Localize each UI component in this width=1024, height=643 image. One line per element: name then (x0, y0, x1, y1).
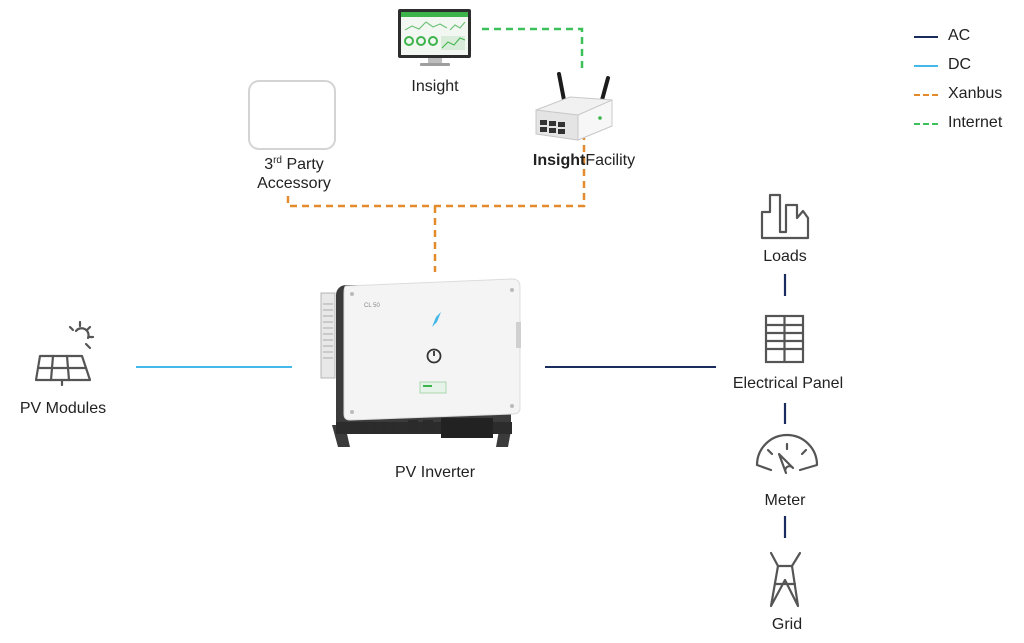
third-party-label: 3rd Party Accessory (257, 155, 331, 193)
meter-label: Meter (764, 492, 806, 509)
legend-item-ac: AC (914, 27, 1024, 49)
inverter-icon: CL 50 (320, 278, 521, 447)
legend-swatch-internet (914, 123, 938, 125)
third-party-label-line1: Party (282, 156, 324, 173)
inverter-model-text: CL 50 (364, 303, 380, 309)
xanbus-link-line (286, 138, 586, 272)
third-party-label-line2: Accessory (257, 175, 331, 192)
legend-swatch-dc (914, 65, 938, 67)
electrical-panel-label: Electrical Panel (732, 375, 844, 392)
legend-swatch-ac (914, 36, 938, 38)
breaker-panel-icon (764, 314, 805, 364)
legend-label-internet: Internet (948, 114, 1003, 131)
legend-label-ac: AC (948, 27, 971, 44)
meter-gauge-icon (755, 433, 819, 475)
solar-panel-icon (34, 320, 95, 387)
third-party-label-sup: rd (273, 155, 283, 166)
grid-label: Grid (771, 616, 803, 633)
insight-facility-label-bold: Insight (532, 152, 586, 169)
legend-item-dc: DC (914, 56, 1024, 78)
legend-item-internet: Internet (914, 114, 1024, 136)
insight-label: Insight (411, 78, 459, 95)
legend-label-dc: DC (948, 56, 972, 73)
monitor-icon (398, 9, 471, 66)
connection-lines (136, 27, 787, 538)
insight-facility-label: InsightFacility (533, 151, 635, 170)
legend-swatch-xanbus (914, 94, 938, 96)
pv-inverter-label: PV Inverter (394, 464, 476, 481)
third-party-label-pre: 3 (264, 156, 274, 173)
internet-link-line (482, 27, 584, 72)
buildings-icon (760, 193, 810, 240)
insight-facility-label-rest: Facility (585, 152, 636, 169)
loads-label: Loads (763, 248, 807, 265)
legend-item-xanbus: Xanbus (914, 85, 1024, 107)
router-icon (535, 72, 613, 141)
pv-modules-label: PV Modules (19, 400, 107, 417)
power-pylon-icon (769, 551, 802, 608)
accessory-placeholder-icon (248, 80, 336, 150)
legend-label-xanbus: Xanbus (948, 85, 1003, 102)
